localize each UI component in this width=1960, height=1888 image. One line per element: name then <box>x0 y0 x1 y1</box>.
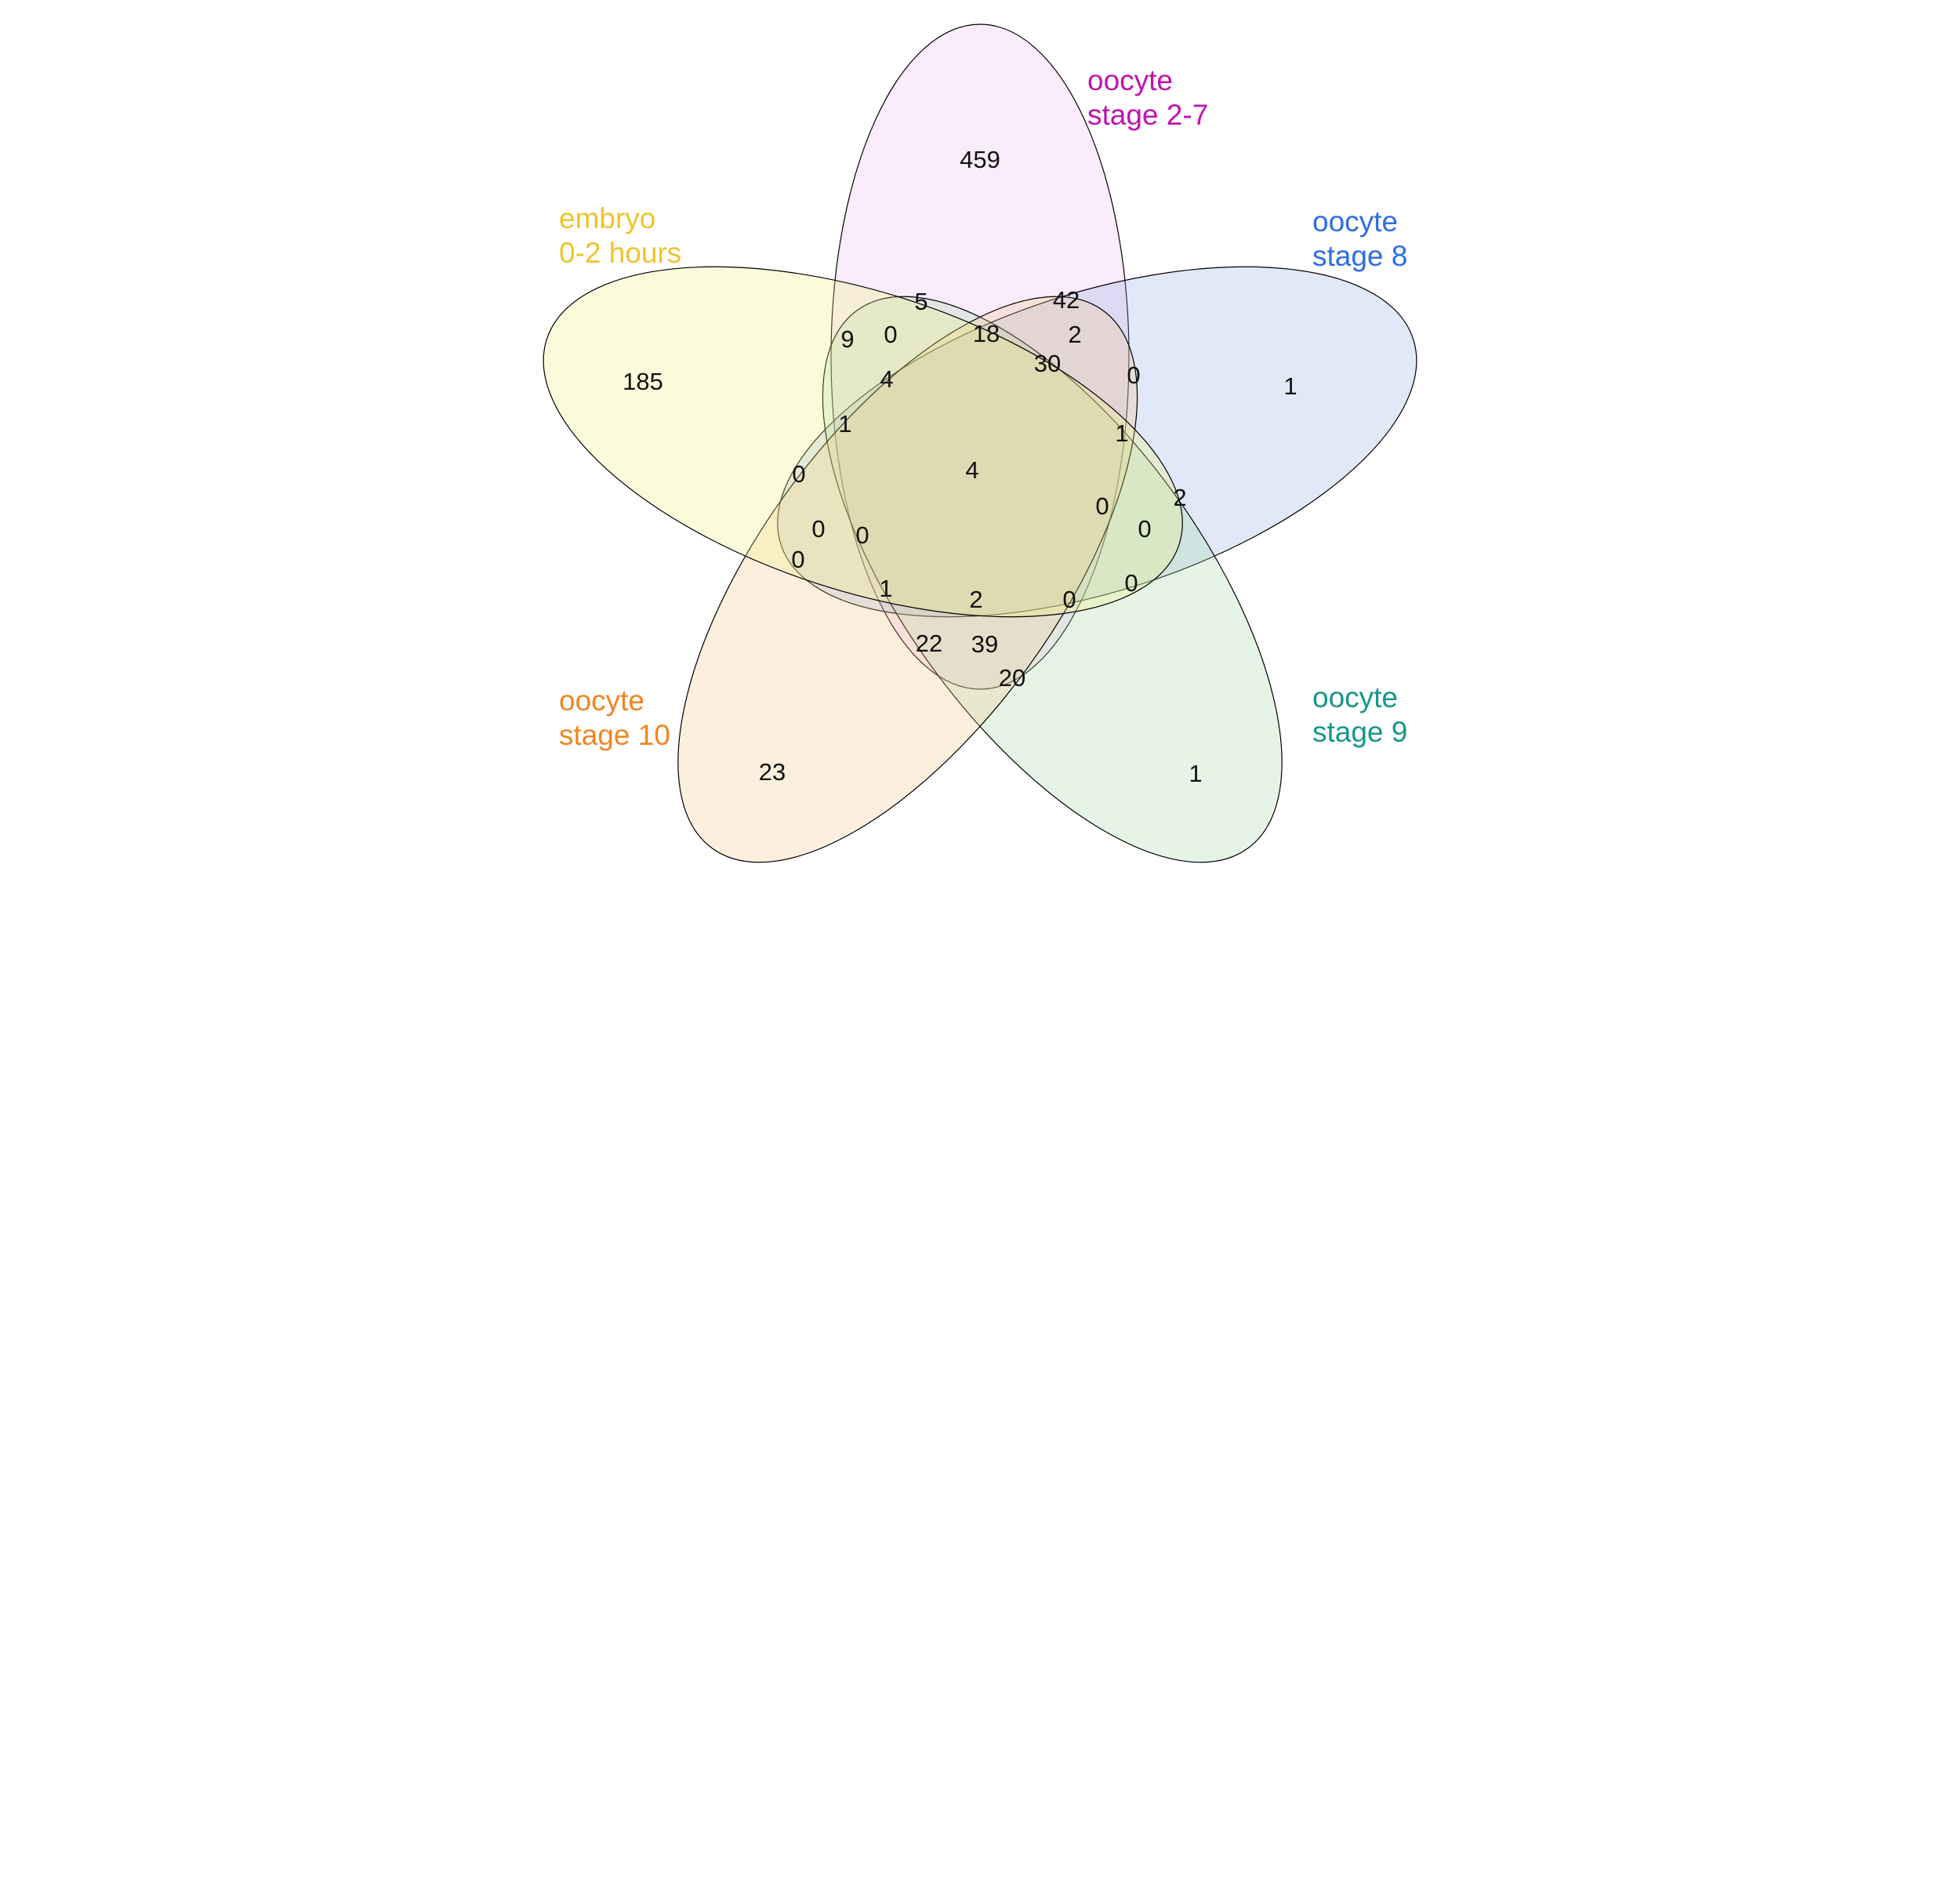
region-value: 1oocyte stage 2-7 ∩ oocyte stage 10 ∩ em… <box>838 410 851 438</box>
region-value: 18oocyte stage 2-7 ∩ oocyte stage 8 ∩ em… <box>973 320 1000 347</box>
region-value: 0oocyte stage 8 ∩ oocyte stage 9 ∩ oocyt… <box>1062 586 1076 613</box>
region-value: 0oocyte stage 8 ∩ oocyte stage 10 <box>1127 361 1140 389</box>
region-value: 0oocyte stage 2-7 ∩ oocyte stage 8 ∩ ooc… <box>855 521 869 549</box>
set-ellipse-1: oocyte stage 2-7 <box>830 24 1130 690</box>
region-value: 2oocyte stage 8 ∩ oocyte stage 9 <box>1173 484 1186 511</box>
set-ellipse-4: oocyte stage 10 <box>677 296 1138 863</box>
region-value: 185embryo 0-2 hours <box>622 368 663 395</box>
region-value: 5oocyte stage 2-7 ∩ oocyte stage 9 <box>914 288 927 315</box>
region-value: 459oocyte stage 2-7 <box>960 146 1000 173</box>
region-value: 1oocyte stage 2-7 ∩ oocyte stage 8 ∩ ooc… <box>1115 419 1128 447</box>
set-ellipse-3: oocyte stage 9 <box>822 296 1283 863</box>
set-ellipse-2: oocyte stage 8 <box>777 266 1417 618</box>
venn-region-values: 459oocyte stage 2-7 1oocyte stage 8 1oocyt… <box>622 146 1297 787</box>
region-value: 30oocyte stage 2-7 ∩ oocyte stage 8 ∩ oo… <box>1034 350 1061 377</box>
region-value: 2oocyte stage 2-7 ∩ oocyte stage 8 ∩ ooc… <box>1068 321 1081 348</box>
region-value: 0oocyte stage 8 ∩ oocyte stage 9 ∩ oocyt… <box>1095 492 1109 520</box>
region-value: 22oocyte stage 2-7 ∩ oocyte stage 10 <box>916 630 942 657</box>
region-value: 1oocyte stage 9 <box>1189 760 1202 787</box>
region-value: 42oocyte stage 2-7 ∩ oocyte stage 8 <box>1053 286 1080 314</box>
region-value: 0oocyte stage 8 ∩ oocyte stage 9 ∩ embry… <box>1138 515 1151 543</box>
region-value: 2oocyte stage 2-7 ∩ oocyte stage 9 ∩ ooc… <box>969 586 982 613</box>
region-value: 1oocyte stage 9 ∩ oocyte stage 10 ∩ embr… <box>879 575 892 602</box>
region-value: 0oocyte stage 10 ∩ embryo 0-2 hours <box>791 546 804 573</box>
region-value: 39oocyte stage 2-7 ∩ oocyte stage 9 ∩ oo… <box>971 630 998 658</box>
region-value: 0oocyte stage 8 ∩ embryo 0-2 hours <box>792 460 805 488</box>
region-value: 1oocyte stage 8 <box>1283 372 1297 400</box>
region-value: 23oocyte stage 10 <box>759 758 786 786</box>
region-value: 0oocyte stage 2-7 ∩ oocyte stage 9 ∩ emb… <box>884 321 897 348</box>
region-value: 0oocyte stage 8 ∩ oocyte stage 10 ∩ embr… <box>811 515 825 543</box>
region-value: 20oocyte stage 9 ∩ oocyte stage 10 <box>999 664 1025 692</box>
region-value: 0oocyte stage 9 ∩ embryo 0-2 hours <box>1124 569 1138 597</box>
set-ellipse-5: embryo 0-2 hours <box>543 266 1183 618</box>
